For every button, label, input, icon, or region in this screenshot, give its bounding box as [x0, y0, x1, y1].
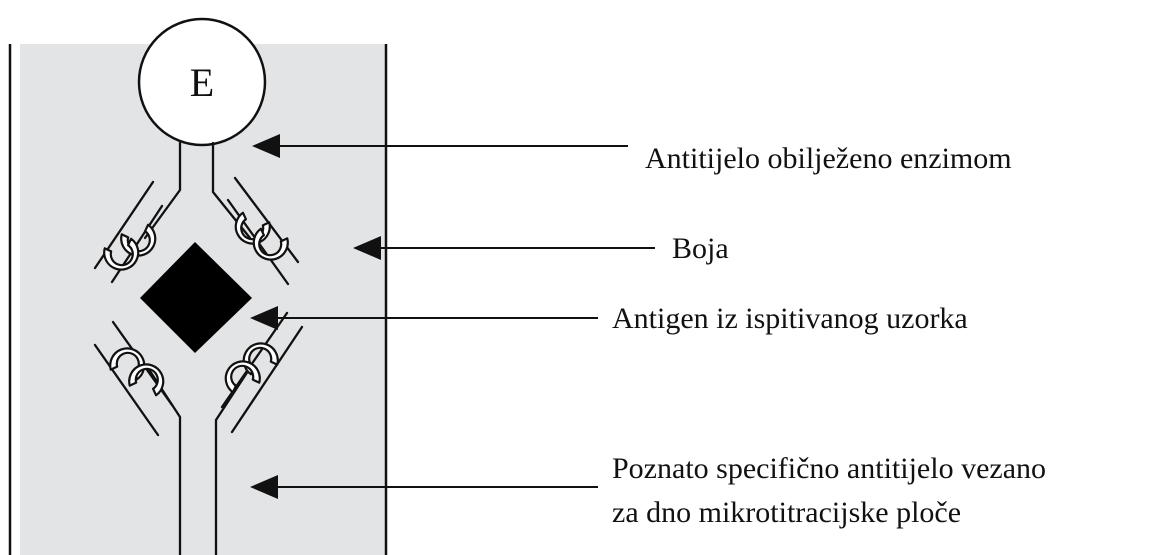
label-bound-antibody-line1: Poznato specifično antitijelo vezano — [612, 452, 1047, 485]
arrow-bound-antibody — [250, 475, 598, 499]
enzyme-circle: E — [137, 17, 267, 147]
arrow-dye — [353, 236, 655, 260]
label-bound-antibody-line2: za dno mikrotitracijske ploče — [612, 496, 962, 529]
label-antigen: Antigen iz ispitivanog uzorka — [612, 302, 968, 335]
antigen-diamond — [140, 242, 252, 353]
arrow-antigen — [250, 306, 598, 330]
label-dye: Boja — [672, 232, 729, 265]
arrow-enzyme-antibody — [252, 134, 628, 158]
enzyme-letter: E — [190, 60, 214, 105]
label-enzyme-antibody: Antitijelo obilježeno enzimom — [645, 142, 1012, 175]
